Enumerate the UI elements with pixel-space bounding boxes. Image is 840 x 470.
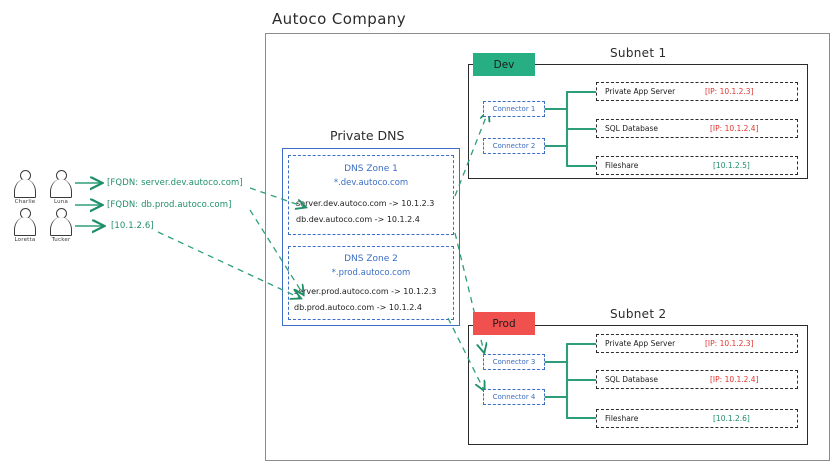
resource-name: Fileshare — [605, 161, 639, 170]
resource-name: SQL Database — [605, 375, 659, 384]
user-body-icon — [14, 179, 36, 198]
resource-private-app-server: Private App Server [IP: 10.1.2.3] — [596, 82, 798, 101]
dns-zone-title: DNS Zone 1 — [344, 164, 398, 174]
private-dns-title: Private DNS — [330, 128, 405, 143]
resource-private-app-server: Private App Server [IP: 10.1.2.3] — [596, 334, 798, 353]
dns-zone-1: DNS Zone 1 *.dev.autoco.com server.dev.a… — [288, 155, 454, 235]
env-badge-dev: Dev — [473, 53, 535, 76]
request-label-fqdn-dev: [FQDN: server.dev.autoco.com] — [107, 178, 243, 188]
dns-record: server.dev.autoco.com -> 10.1.2.3 — [296, 199, 435, 208]
dns-zone-2: DNS Zone 2 *.prod.autoco.com server.prod… — [288, 246, 454, 320]
resource-ip: [IP: 10.1.2.3] — [705, 339, 754, 348]
user-label: Luna — [53, 199, 69, 205]
resource-name: SQL Database — [605, 124, 659, 133]
resource-name: Private App Server — [605, 87, 676, 96]
request-label-fqdn-prod: [FQDN: db.prod.autoco.com] — [107, 200, 232, 210]
dns-zone-wildcard: *.prod.autoco.com — [331, 268, 411, 278]
resource-fileshare: Fileshare [10.1.2.5] — [596, 156, 798, 175]
user-charlie: Charlie — [12, 170, 38, 205]
user-body-icon — [14, 217, 36, 236]
connector-4[interactable]: Connector 4 — [483, 389, 545, 405]
dns-zone-wildcard: *.dev.autoco.com — [333, 178, 409, 188]
connector-3[interactable]: Connector 3 — [483, 354, 545, 370]
user-loretta: Loretta — [12, 208, 38, 243]
dns-record: db.prod.autoco.com -> 10.1.2.4 — [294, 303, 422, 312]
user-tucker: Tucker — [48, 208, 74, 243]
resource-ip: [IP: 10.1.2.4] — [710, 375, 759, 384]
resource-ip: [IP: 10.1.2.4] — [710, 124, 759, 133]
request-label-ip: [10.1.2.6] — [111, 221, 154, 231]
user-body-icon — [50, 179, 72, 198]
dns-record: db.dev.autoco.com -> 10.1.2.4 — [296, 215, 420, 224]
env-badge-prod: Prod — [473, 312, 535, 335]
user-label: Loretta — [14, 237, 36, 243]
resource-ip: [10.1.2.5] — [713, 161, 750, 170]
company-title: Autoco Company — [272, 10, 406, 28]
resource-name: Fileshare — [605, 414, 639, 423]
resource-sql-database: SQL Database [IP: 10.1.2.4] — [596, 119, 798, 138]
resource-name: Private App Server — [605, 339, 676, 348]
connector-2[interactable]: Connector 2 — [483, 138, 545, 154]
user-label: Charlie — [14, 199, 36, 205]
subnet-1-title: Subnet 1 — [610, 46, 667, 60]
resource-fileshare: Fileshare [10.1.2.6] — [596, 409, 798, 428]
connector-1[interactable]: Connector 1 — [483, 101, 545, 117]
user-label: Tucker — [51, 237, 71, 243]
resource-ip: [10.1.2.6] — [713, 414, 750, 423]
dns-zone-title: DNS Zone 2 — [344, 254, 398, 264]
resource-sql-database: SQL Database [IP: 10.1.2.4] — [596, 370, 798, 389]
dns-record: server.prod.autoco.com -> 10.1.2.3 — [294, 287, 437, 296]
resource-ip: [IP: 10.1.2.3] — [705, 87, 754, 96]
user-luna: Luna — [48, 170, 74, 205]
subnet-2-title: Subnet 2 — [610, 307, 667, 321]
user-body-icon — [50, 217, 72, 236]
